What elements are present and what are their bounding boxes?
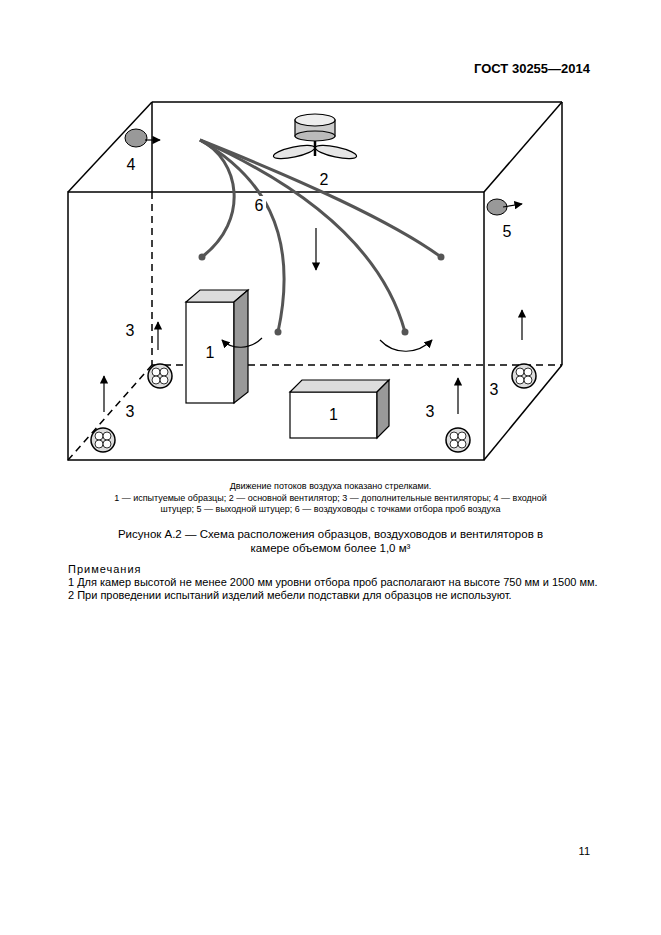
specimen-box: 1 [290, 392, 377, 438]
page-text: 1 Для камер высотой не менее 2000 мм уро… [68, 576, 628, 590]
callout-number: 1 [329, 406, 338, 424]
specimens [186, 290, 389, 438]
callout-number: 3 [123, 321, 137, 341]
ports [125, 129, 507, 215]
callout-number: 3 [123, 402, 137, 422]
specimen-box: 1 [186, 302, 234, 403]
callout-number: 5 [500, 222, 514, 242]
airflow-arrows [104, 140, 522, 414]
callout-number: 3 [423, 402, 437, 422]
page-text: 1 — испытуемые образцы; 2 — основной вен… [110, 493, 551, 516]
callout-number: 1 [206, 344, 215, 362]
page-text: Движение потоков воздуха показано стрелк… [100, 481, 561, 492]
callout-number: 2 [317, 170, 331, 190]
main-fan [272, 114, 357, 161]
page-text: ГОСТ 30255—2014 [420, 61, 590, 77]
aux-fans [91, 364, 536, 452]
callout-number: 3 [487, 380, 501, 400]
page-text: 11 [560, 845, 590, 859]
page-text: 2 При проведении испытаний изделий мебел… [68, 589, 628, 603]
callout-number: 4 [124, 155, 138, 175]
page-text: Примечания [68, 563, 268, 577]
callout-number: 6 [252, 196, 266, 216]
chamber-outline [68, 102, 562, 460]
figure-caption: Рисунок А.2 — Схема расположения образцо… [110, 527, 551, 556]
